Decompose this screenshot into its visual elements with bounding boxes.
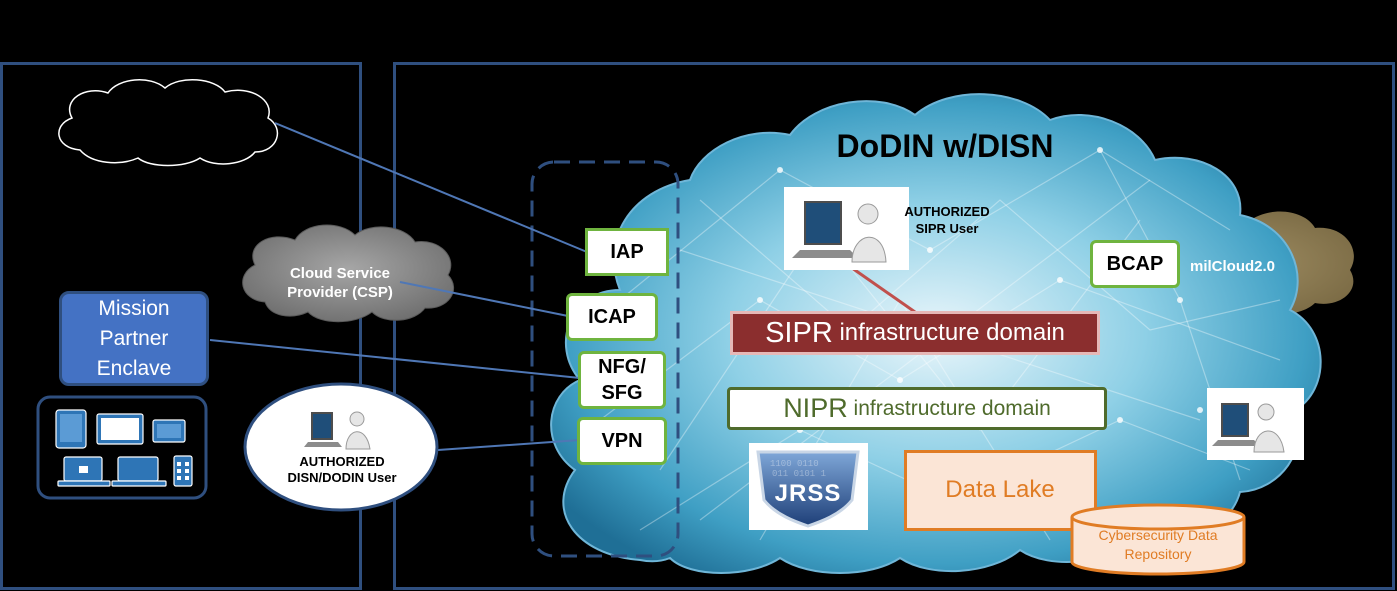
nipr-prefix: NIPR (783, 393, 848, 423)
mission-partner-enclave[interactable]: Mission Partner Enclave (59, 291, 209, 386)
phone-icon (173, 455, 193, 487)
vpn-label: VPN (601, 430, 643, 452)
icap-label: ICAP (588, 306, 636, 328)
device-icons (55, 409, 193, 487)
disn-user-label: AUTHORIZED DISN/DODIN User (287, 454, 397, 485)
connector-lines (209, 122, 588, 451)
svg-text:011 0101 1: 011 0101 1 (772, 469, 826, 479)
jrss-shield-graphic: 1100 0110 011 0101 1 (749, 443, 868, 530)
cyber-repo-label: Cybersecurity Data Repository (1098, 527, 1218, 562)
sipr-domain[interactable]: SIPR infrastructure domain (730, 311, 1100, 355)
milcloud-label: milCloud2.0 (1190, 258, 1276, 275)
sipr-user-label: AUTHORIZED SIPR User (904, 204, 990, 236)
nipr-domain[interactable]: NIPR infrastructure domain (727, 387, 1107, 430)
left-frame (0, 62, 362, 590)
gateway-boundary (530, 160, 680, 558)
nfg-sfg-gateway[interactable]: NFG/ SFG (578, 351, 666, 409)
jrss-label: JRSS (774, 480, 842, 507)
nipr-suffix: infrastructure domain (847, 396, 1051, 420)
data-lake-label: Data Lake (945, 476, 1055, 503)
svg-text:1100 0110: 1100 0110 (770, 459, 819, 469)
user-figure-icon (304, 411, 371, 450)
nfg-sfg-label: NFG/ SFG (598, 356, 646, 404)
icap-gateway[interactable]: ICAP (566, 293, 658, 341)
dodin-title: DoDIN w/DISN (836, 128, 1054, 164)
csp-label: Cloud Service Provider (CSP) (287, 265, 393, 301)
laptop-icon (117, 456, 159, 482)
mission-partner-label: Mission Partner Enclave (96, 296, 172, 380)
data-lake-box (904, 450, 1097, 531)
sipr-suffix: infrastructure domain (832, 319, 1065, 346)
sipr-user-connector (851, 266, 916, 314)
cyber-repo-cylinder (1070, 503, 1246, 576)
empty-cloud (58, 78, 279, 167)
sipr-prefix: SIPR (765, 316, 833, 349)
vpn-gateway[interactable]: VPN (577, 417, 667, 465)
bcap-label: BCAP (1106, 253, 1164, 275)
iap-label: IAP (610, 241, 644, 263)
user-figure-icon (784, 187, 909, 270)
csp-cloud (242, 224, 454, 323)
iap-gateway[interactable]: IAP (585, 228, 669, 276)
right-frame (393, 62, 1395, 590)
bcap-gateway[interactable]: BCAP (1090, 240, 1180, 288)
user-figure-icon (1207, 388, 1304, 460)
